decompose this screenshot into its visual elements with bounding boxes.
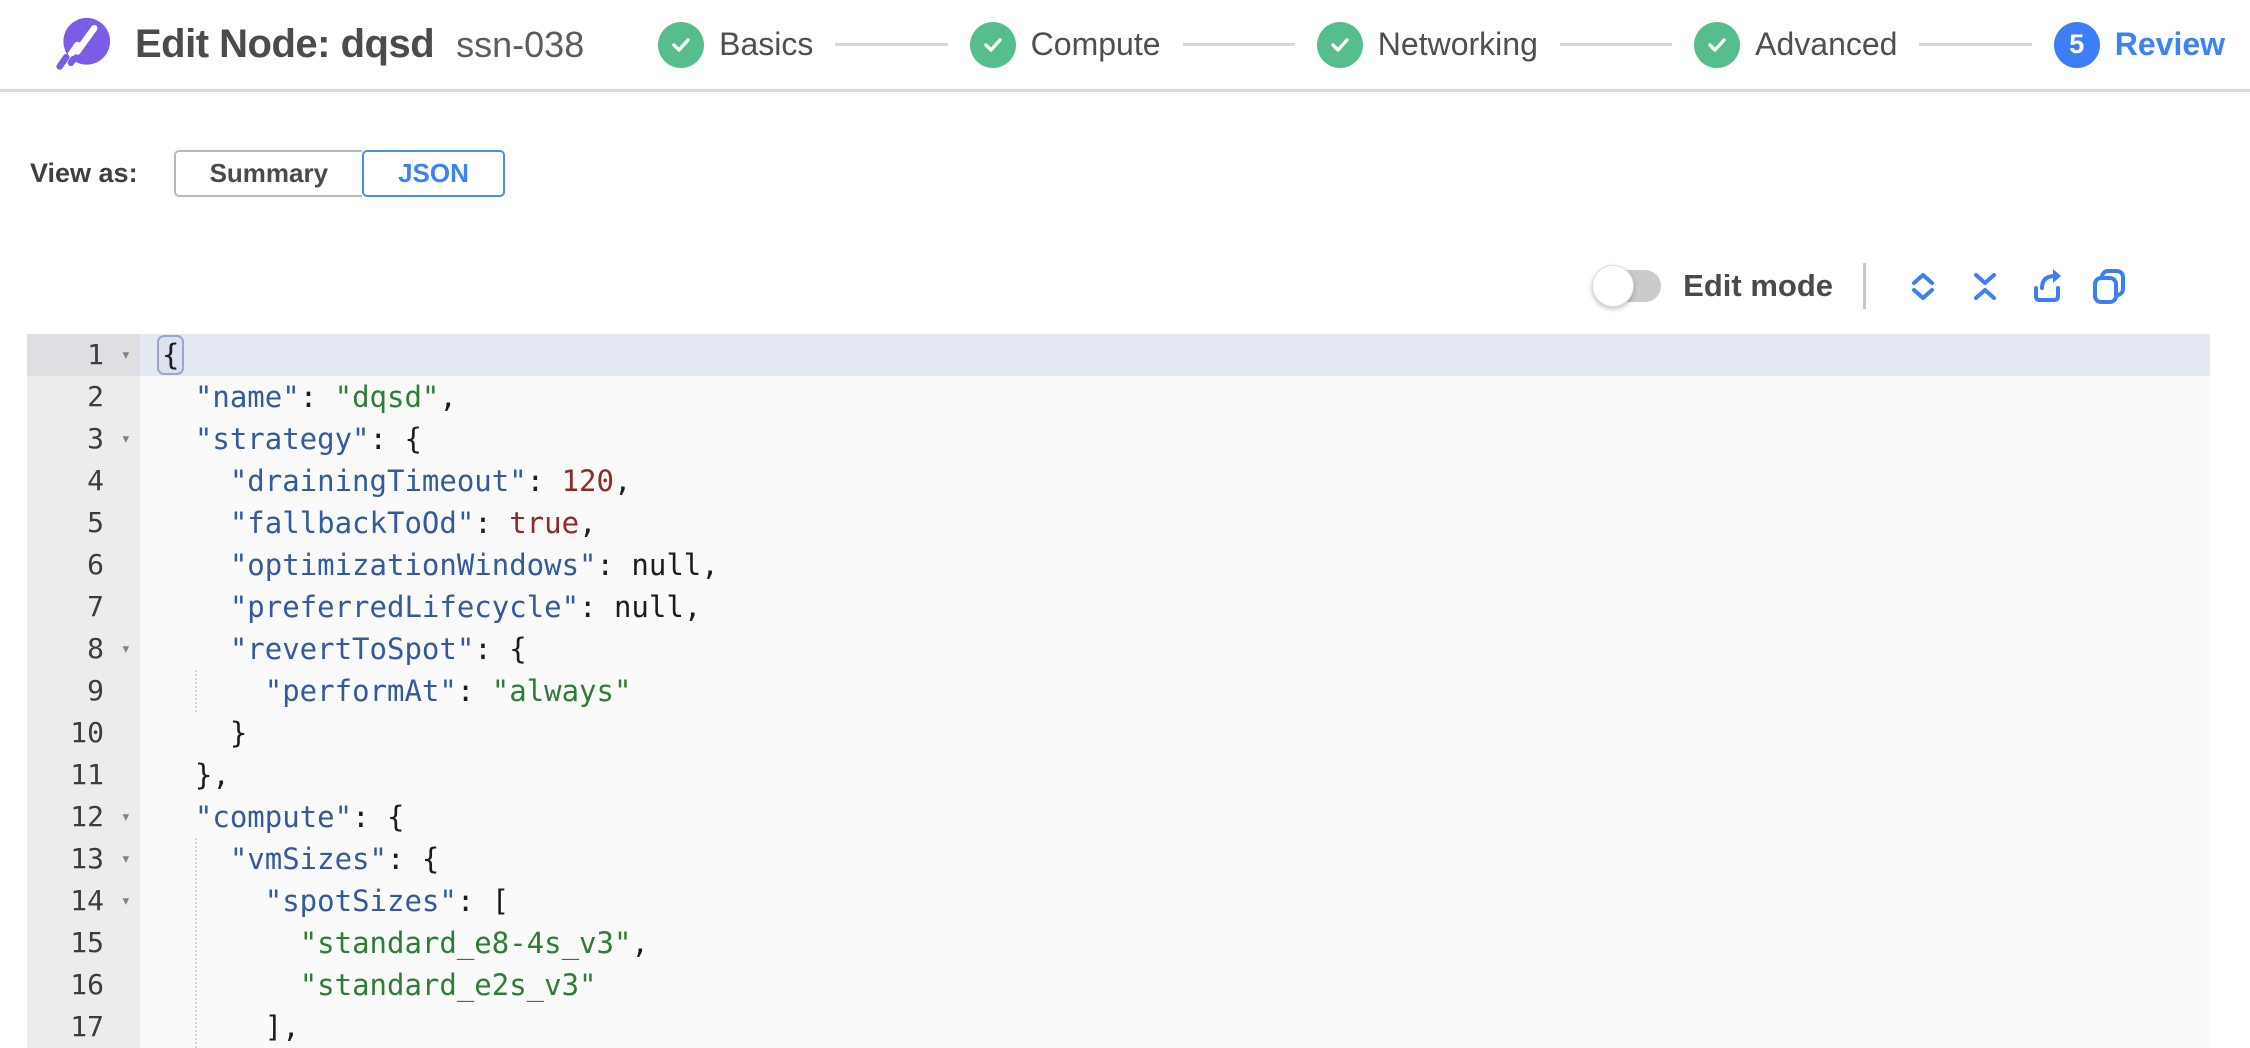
step-networking[interactable]: Networking xyxy=(1316,21,1538,68)
code-text[interactable]: ], xyxy=(160,1010,300,1044)
code-text[interactable]: "spotSizes": [ xyxy=(264,884,510,918)
code-text[interactable]: "performAt": "always" xyxy=(264,674,632,708)
step-label: Networking xyxy=(1377,26,1538,62)
check-circle-icon xyxy=(969,21,1016,68)
step-connector xyxy=(1182,43,1295,46)
code-text[interactable]: "vmSizes": { xyxy=(229,842,440,876)
line-number: 2 xyxy=(27,376,140,418)
code-line[interactable]: 9 "performAt": "always" xyxy=(27,670,2210,712)
code-line[interactable]: 4 "drainingTimeout": 120, xyxy=(27,460,2210,502)
step-connector xyxy=(1559,43,1673,46)
line-number: 7 xyxy=(27,586,140,628)
expand-all-icon[interactable] xyxy=(1903,266,1943,306)
code-text[interactable]: "fallbackToOd": true, xyxy=(229,506,597,540)
fold-toggle-icon[interactable]: ▾ xyxy=(120,345,131,365)
line-number: 5 xyxy=(27,502,140,544)
collapse-all-icon[interactable] xyxy=(1965,266,2005,306)
step-label: Compute xyxy=(1030,26,1161,62)
page-title: Edit Node: dqsd xyxy=(135,22,435,66)
code-line[interactable]: 16 "standard_e2s_v3" xyxy=(27,964,2210,1006)
code-line[interactable]: 6 "optimizationWindows": null, xyxy=(27,544,2210,586)
code-text[interactable]: "standard_e2s_v3" xyxy=(299,968,597,1002)
json-code-editor[interactable]: 1▾{2 "name": "dqsd",3▾ "strategy": {4 "d… xyxy=(27,334,2210,1048)
check-circle-icon xyxy=(1316,21,1363,68)
step-label: Advanced xyxy=(1755,26,1898,62)
view-as-label: View as: xyxy=(30,158,138,188)
check-circle-icon xyxy=(1694,21,1741,68)
edit-mode-toggle[interactable] xyxy=(1592,265,1662,307)
code-line[interactable]: 1▾{ xyxy=(27,334,2210,376)
indent-guide xyxy=(195,670,197,712)
check-circle-icon xyxy=(658,21,705,68)
code-line[interactable]: 17 ], xyxy=(27,1006,2210,1048)
code-text[interactable]: "preferredLifecycle": null, xyxy=(229,590,702,624)
line-number: 16 xyxy=(27,964,140,1006)
step-label: Basics xyxy=(719,26,814,62)
indent-guide xyxy=(195,838,197,1048)
line-number: 12▾ xyxy=(27,796,140,838)
line-number: 14▾ xyxy=(27,880,140,922)
line-number: 10 xyxy=(27,712,140,754)
code-text[interactable]: "name": "dqsd", xyxy=(194,380,457,414)
line-number: 6 xyxy=(27,544,140,586)
line-number: 17 xyxy=(27,1006,140,1048)
view-as-control: View as: Summary JSON xyxy=(30,150,2250,197)
code-text[interactable]: "strategy": { xyxy=(194,422,422,456)
step-connector xyxy=(835,43,948,46)
export-icon[interactable] xyxy=(2027,266,2067,306)
code-line[interactable]: 14▾ "spotSizes": [ xyxy=(27,880,2210,922)
code-text[interactable]: "compute": { xyxy=(194,800,405,834)
step-number-badge: 5 xyxy=(2053,21,2100,68)
code-text[interactable]: "optimizationWindows": null, xyxy=(229,548,719,582)
code-line[interactable]: 13▾ "vmSizes": { xyxy=(27,838,2210,880)
line-number: 4 xyxy=(27,460,140,502)
code-text[interactable]: "drainingTimeout": 120, xyxy=(229,464,632,498)
toolbar-divider xyxy=(1863,263,1866,309)
step-label: Review xyxy=(2114,26,2226,62)
json-tab-button[interactable]: JSON xyxy=(362,150,505,197)
code-line[interactable]: 12▾ "compute": { xyxy=(27,796,2210,838)
line-number: 9 xyxy=(27,670,140,712)
fold-toggle-icon[interactable]: ▾ xyxy=(120,639,131,659)
line-number: 15 xyxy=(27,922,140,964)
summary-tab-button[interactable]: Summary xyxy=(173,150,363,197)
code-line[interactable]: 10 } xyxy=(27,712,2210,754)
code-line[interactable]: 5 "fallbackToOd": true, xyxy=(27,502,2210,544)
line-number: 13▾ xyxy=(27,838,140,880)
fold-toggle-icon[interactable]: ▾ xyxy=(120,429,131,449)
fold-toggle-icon[interactable]: ▾ xyxy=(120,849,131,869)
fold-toggle-icon[interactable]: ▾ xyxy=(120,891,131,911)
spot-logo-icon xyxy=(56,17,111,70)
code-text[interactable]: }, xyxy=(160,758,230,792)
step-review[interactable]: 5 Review xyxy=(2053,21,2226,68)
step-compute[interactable]: Compute xyxy=(969,21,1161,68)
code-text[interactable]: } xyxy=(160,716,248,750)
code-line[interactable]: 3▾ "strategy": { xyxy=(27,418,2210,460)
edit-mode-label: Edit mode xyxy=(1683,268,1833,303)
line-number: 1▾ xyxy=(27,334,140,376)
line-number: 11 xyxy=(27,754,140,796)
code-text[interactable]: "revertToSpot": { xyxy=(229,632,527,666)
line-number: 8▾ xyxy=(27,628,140,670)
code-line[interactable]: 11 }, xyxy=(27,754,2210,796)
code-text[interactable]: { xyxy=(140,334,2210,376)
editor-toolbar: Edit mode xyxy=(0,261,2250,311)
step-basics[interactable]: Basics xyxy=(658,21,814,68)
code-line[interactable]: 15 "standard_e8-4s_v3", xyxy=(27,922,2210,964)
fold-toggle-icon[interactable]: ▾ xyxy=(120,807,131,827)
node-id-subtitle: ssn-038 xyxy=(456,23,585,65)
code-line[interactable]: 8▾ "revertToSpot": { xyxy=(27,628,2210,670)
wizard-stepper: Basics Compute Networking Advanced 5 Rev… xyxy=(658,21,2226,68)
toggle-knob xyxy=(1592,265,1635,307)
step-connector xyxy=(1919,43,2032,46)
code-line[interactable]: 7 "preferredLifecycle": null, xyxy=(27,586,2210,628)
step-advanced[interactable]: Advanced xyxy=(1694,21,1898,68)
wizard-header: Edit Node: dqsd ssn-038 Basics Compute N… xyxy=(0,0,2250,92)
code-text[interactable]: "standard_e8-4s_v3", xyxy=(299,926,649,960)
code-line[interactable]: 2 "name": "dqsd", xyxy=(27,376,2210,418)
line-number: 3▾ xyxy=(27,418,140,460)
copy-icon[interactable] xyxy=(2089,266,2129,306)
